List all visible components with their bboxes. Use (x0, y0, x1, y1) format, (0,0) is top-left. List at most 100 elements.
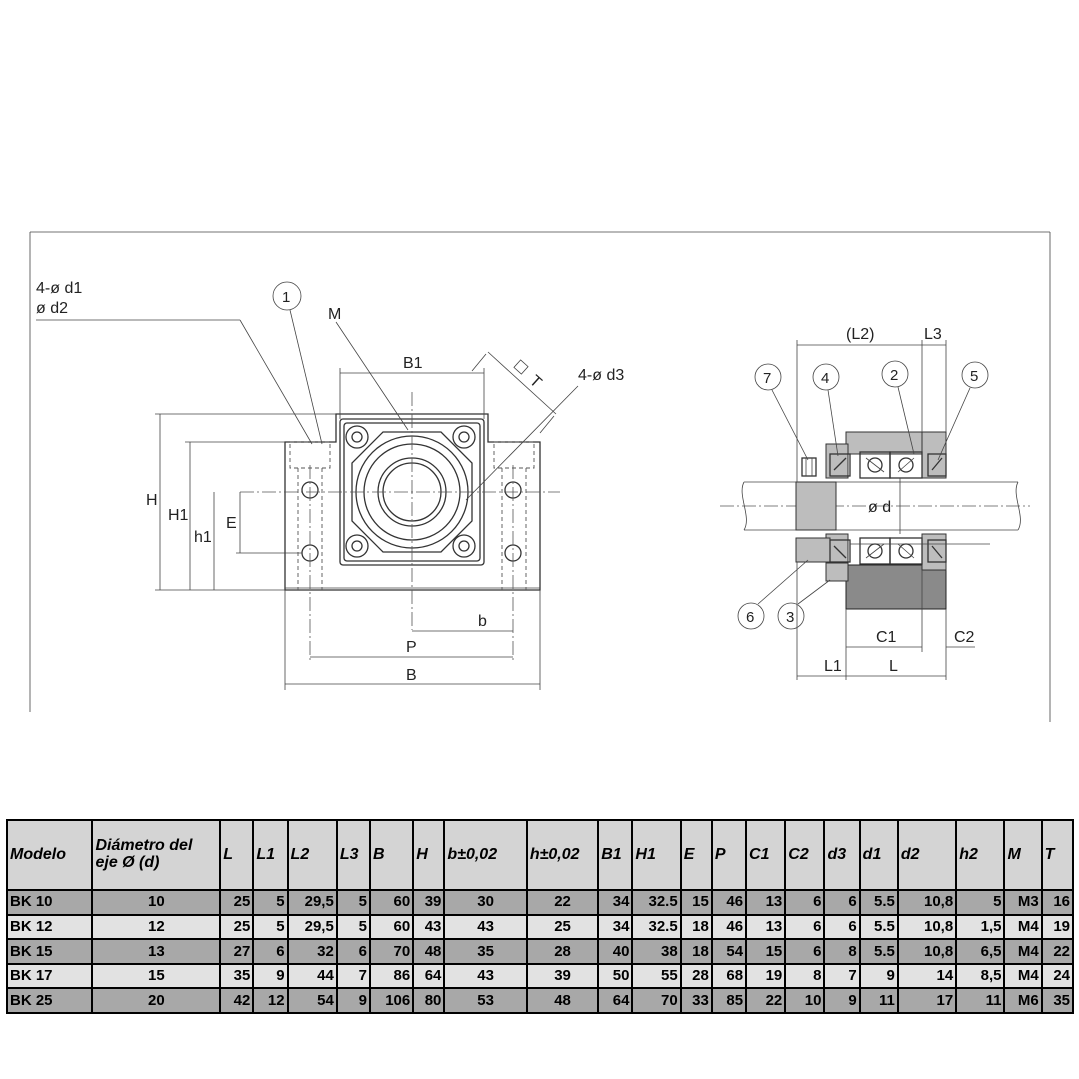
table-cell: 6 (335, 938, 371, 965)
table-cell: 29,5 (286, 913, 338, 941)
table-cell: 64 (597, 987, 634, 1014)
part-number-2: 2 (890, 367, 898, 384)
front-view: H H1 h1 E B1 b P B T 4-ø d1 (36, 280, 624, 690)
table-cell: 11 (858, 987, 899, 1014)
table-cell: 29,5 (286, 889, 338, 916)
table-header-cell: L1 (252, 819, 289, 891)
table-header-cell: d3 (823, 819, 861, 891)
table-cell: 85 (710, 987, 748, 1014)
table-header-cell: C2 (784, 819, 826, 891)
table-cell: 40 (597, 938, 634, 965)
table-cell: 17 (896, 987, 958, 1014)
table-cell: 6 (784, 913, 826, 941)
table-header-cell: h±0,02 (525, 819, 600, 891)
table-cell: 39 (525, 962, 600, 990)
table-cell: 64 (412, 962, 446, 990)
table-cell: 6,5 (955, 938, 1006, 965)
dim-L-label: L (889, 658, 898, 675)
table-cell: 9 (858, 962, 899, 990)
table-cell: 53 (443, 987, 528, 1014)
table-cell: 9 (823, 987, 861, 1014)
table-cell: 6 (252, 938, 289, 965)
table-cell: 28 (679, 962, 713, 990)
dim-E-label: E (226, 515, 237, 532)
part-number-4: 4 (821, 370, 829, 387)
part-number-1: 1 (282, 289, 290, 306)
table-cell: 32 (286, 938, 338, 965)
table-cell: 46 (710, 913, 748, 941)
table-cell: 5.5 (858, 913, 899, 941)
dim-B1-label: B1 (403, 355, 423, 372)
table-cell: 30 (443, 889, 528, 916)
table-cell: 43 (412, 913, 446, 941)
table-header-cell: d2 (896, 819, 958, 891)
table-cell: 15 (91, 962, 222, 990)
table-cell: 9 (335, 987, 371, 1014)
table-cell: 7 (335, 962, 371, 990)
table-cell: 42 (219, 987, 255, 1014)
dim-C2-label: C2 (954, 629, 975, 646)
dim-P-label: P (406, 639, 417, 656)
table-cell: BK 25 (5, 987, 94, 1014)
table-cell: 35 (219, 962, 255, 990)
table-cell: 6 (823, 913, 861, 941)
dim-L3-label: L3 (924, 326, 942, 343)
table-header-cell: b±0,02 (443, 819, 528, 891)
table-cell: 60 (368, 913, 415, 941)
table-cell: 32.5 (631, 913, 682, 941)
table-cell: 70 (631, 987, 682, 1014)
table-header-cell: T (1040, 819, 1075, 891)
table-cell: 13 (745, 889, 787, 916)
table-cell: BK 10 (5, 889, 94, 916)
table-cell: 50 (597, 962, 634, 990)
table-cell: 22 (745, 987, 787, 1014)
table-cell: 43 (443, 913, 528, 941)
table-header-cell: Modelo (5, 819, 94, 891)
table-cell: 5 (955, 889, 1006, 916)
callout-d1: 4-ø d1 (36, 280, 82, 297)
table-header-cell: E (679, 819, 713, 891)
table-cell: 6 (784, 889, 826, 916)
table-cell: BK 12 (5, 913, 94, 941)
table-cell: 10,8 (896, 913, 958, 941)
table-cell: 18 (679, 938, 713, 965)
table-cell: 54 (286, 987, 338, 1014)
dim-C1-label: C1 (876, 629, 897, 646)
table-header-cell: B1 (597, 819, 634, 891)
table-header-cell: M (1003, 819, 1043, 891)
table-cell: BK 17 (5, 962, 94, 990)
dim-L1-label: L1 (824, 658, 842, 675)
table-cell: 33 (679, 987, 713, 1014)
table-cell: M3 (1003, 889, 1043, 916)
table-cell: 5 (252, 913, 289, 941)
dim-h1-label: h1 (194, 529, 212, 546)
table-cell: 54 (710, 938, 748, 965)
table-cell: 20 (91, 987, 222, 1014)
table-cell: 5 (335, 913, 371, 941)
table-cell: 48 (525, 987, 600, 1014)
table-cell: 10,8 (896, 889, 958, 916)
table-cell: 13 (91, 938, 222, 965)
table-header-cell: L (219, 819, 255, 891)
table-cell: 10 (91, 889, 222, 916)
table-cell: 19 (1040, 913, 1075, 941)
table-cell: 1,5 (955, 913, 1006, 941)
callout-d3: 4-ø d3 (578, 367, 624, 384)
table-header-cell: H (412, 819, 446, 891)
part-number-6: 6 (746, 609, 754, 626)
table-header-cell: B (368, 819, 415, 891)
part-number-7: 7 (763, 370, 771, 387)
table-cell: 39 (412, 889, 446, 916)
table-cell: 27 (219, 938, 255, 965)
table-cell: M6 (1003, 987, 1043, 1014)
table-cell: 32.5 (631, 889, 682, 916)
table-cell: 12 (91, 913, 222, 941)
table-header-cell: C1 (745, 819, 787, 891)
table-cell: 46 (710, 889, 748, 916)
